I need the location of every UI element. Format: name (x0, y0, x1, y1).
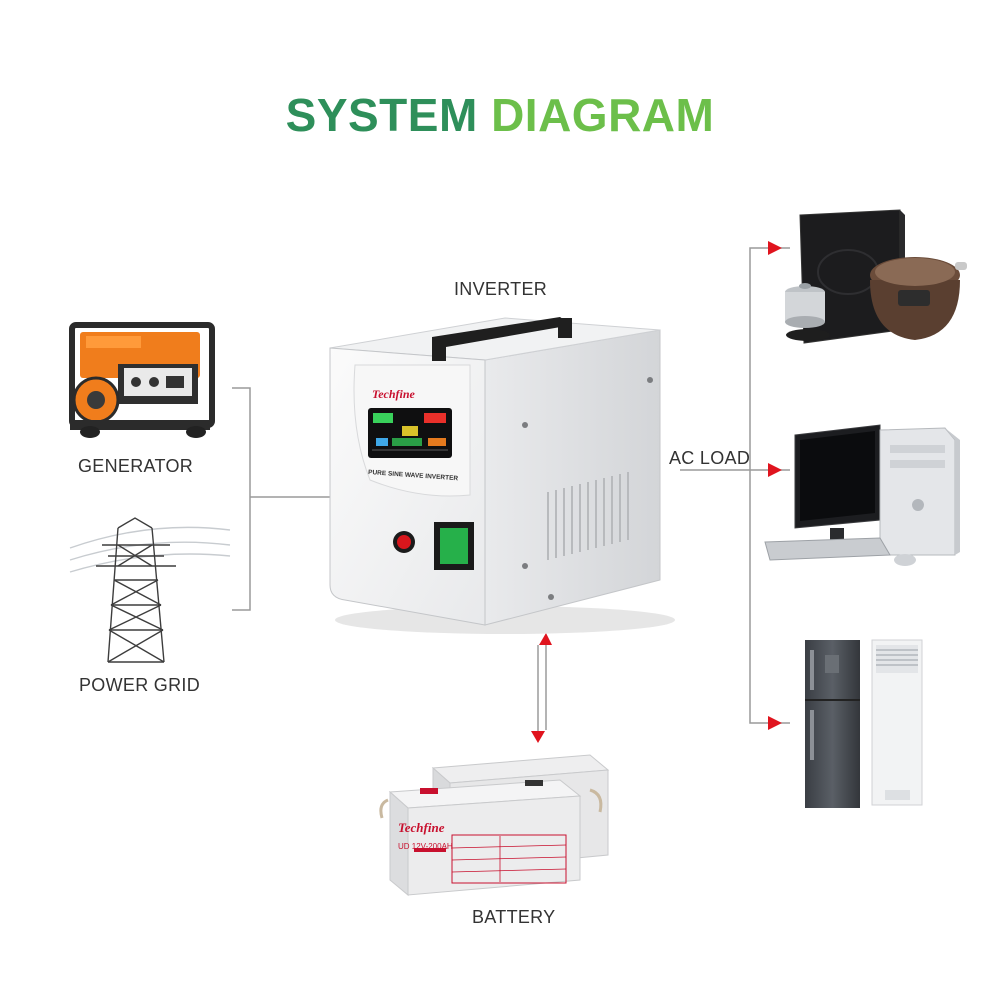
cooking-pot-illustration (785, 283, 830, 341)
inverter-label: INVERTER (454, 279, 548, 299)
power-grid-illustration (69, 517, 231, 663)
refrigerator-illustration (805, 640, 860, 808)
battery-bidirectional-arrow (531, 633, 552, 743)
inverter-brand: Techfine (372, 387, 416, 401)
generator-illustration (69, 322, 215, 438)
battery-brand: Techfine (398, 820, 445, 835)
rice-cooker-illustration (870, 257, 967, 340)
battery-illustration (379, 754, 610, 897)
ac-load-label: AC LOAD (669, 448, 751, 468)
battery-label: BATTERY (472, 907, 556, 927)
source-connector-lines (232, 387, 330, 611)
title-part-2: DIAGRAM (491, 89, 715, 141)
title-part-1: SYSTEM (285, 89, 478, 141)
inverter-illustration (329, 317, 675, 634)
battery-model: UD 12V-200AH (398, 842, 453, 851)
arrow-to-fridge (768, 716, 782, 730)
diagram-title: SYSTEM DIAGRAM (0, 88, 1000, 142)
load-connector-lines (680, 247, 790, 724)
air-conditioner-illustration (871, 639, 923, 806)
generator-label: GENERATOR (78, 456, 194, 476)
power-grid-label: POWER GRID (79, 675, 201, 695)
desktop-computer-illustration (764, 424, 960, 566)
arrow-to-cooker (768, 241, 782, 255)
arrow-to-computer (768, 463, 782, 477)
